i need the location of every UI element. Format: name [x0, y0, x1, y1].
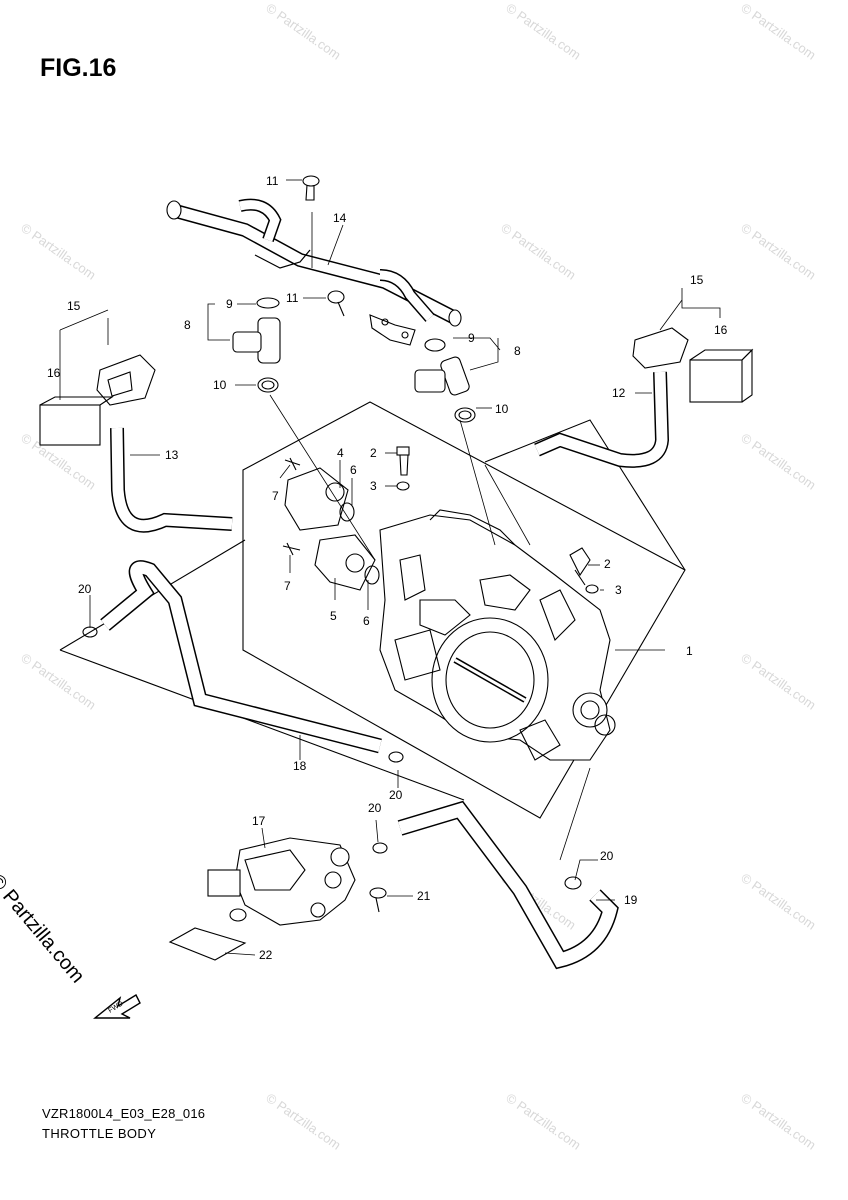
- watermark: © Partzilla.com: [263, 1090, 343, 1153]
- callout-10: 10: [495, 402, 509, 416]
- screw-2-upper: [396, 446, 410, 491]
- callout-3: 3: [370, 479, 377, 493]
- pressure-sensor-right: [632, 327, 754, 403]
- hose-18: [100, 560, 382, 754]
- callout-12: 12: [612, 386, 626, 400]
- watermark: © Partzilla.com: [738, 220, 818, 283]
- injector-left: [232, 297, 281, 393]
- figure-title: FIG.16: [40, 54, 117, 82]
- callout-14: 14: [333, 211, 347, 225]
- callout-22: 22: [259, 948, 273, 962]
- watermark: © Partzilla.com: [738, 650, 818, 713]
- callout-21: 21: [417, 889, 431, 903]
- screw-11-middle: [327, 290, 345, 317]
- callout-17: 17: [252, 814, 266, 828]
- callout-11: 11: [266, 174, 279, 188]
- callout-6: 6: [363, 614, 370, 628]
- watermark: © Partzilla.com: [738, 430, 818, 493]
- gasket-22: [168, 927, 247, 961]
- callout-4: 4: [337, 446, 344, 460]
- watermark: © Partzilla.com: [738, 0, 818, 63]
- callout-13: 13: [165, 448, 179, 462]
- callout-20: 20: [600, 849, 614, 863]
- assembly-frame: [242, 401, 686, 819]
- throttle-sensor-upper: [284, 467, 355, 531]
- screw-7-lower: [282, 542, 301, 556]
- clamp-20: [564, 876, 582, 890]
- fwd-arrow-icon: [93, 994, 141, 1019]
- watermark: © Partzilla.com: [498, 220, 578, 283]
- callout-20: 20: [389, 788, 403, 802]
- callout-10: 10: [213, 378, 227, 392]
- throttle-body: [379, 509, 616, 761]
- callout-6: 6: [350, 463, 357, 477]
- watermark: © Partzilla.com: [263, 0, 343, 63]
- screw-2-lower: [569, 547, 599, 594]
- clamp-20: [372, 842, 388, 854]
- callout-20: 20: [368, 801, 382, 815]
- injector-right: [414, 338, 476, 423]
- diagram-code: VZR1800L4_E03_E28_016: [42, 1106, 206, 1121]
- screw-21: [369, 887, 387, 913]
- watermark: © Partzilla.com: [18, 220, 98, 283]
- idle-valve-assembly: [207, 837, 356, 926]
- callout-8: 8: [514, 344, 521, 358]
- screw-7-upper: [284, 457, 301, 471]
- screw-11-top: [302, 175, 320, 201]
- callout-7: 7: [284, 579, 291, 593]
- callout-3: 3: [615, 583, 622, 597]
- pressure-sensor-left: [39, 354, 156, 446]
- hose-12: [534, 371, 670, 468]
- callout-8: 8: [184, 318, 191, 332]
- callout-7: 7: [272, 489, 279, 503]
- fuel-rail: [166, 198, 462, 346]
- callout-5: 5: [330, 609, 337, 623]
- callout-9: 9: [468, 331, 475, 345]
- callout-2: 2: [370, 446, 377, 460]
- callouts: 11 14 11 9 8 10 9 8 10 15 16 13 15 16 12…: [47, 174, 728, 962]
- hose-frame: [59, 649, 465, 801]
- callout-20: 20: [78, 582, 92, 596]
- watermark: © Partzilla.com: [738, 1090, 818, 1153]
- leader-lines: [59, 179, 721, 956]
- watermark: © Partzilla.com: [503, 0, 583, 63]
- watermark: © Partzilla.com: [738, 870, 818, 933]
- hose-19: [397, 800, 619, 970]
- callout-15: 15: [690, 273, 704, 287]
- callout-11: 11: [286, 291, 299, 305]
- callout-2: 2: [604, 557, 611, 571]
- callout-16: 16: [47, 366, 61, 380]
- callout-18: 18: [293, 759, 307, 773]
- diagram-subtitle: THROTTLE BODY: [42, 1126, 157, 1141]
- callout-15: 15: [67, 299, 81, 313]
- connection-lines: [269, 394, 591, 861]
- clamp-20: [388, 751, 404, 763]
- throttle-sensor-lower: [314, 534, 380, 591]
- callout-1: 1: [686, 644, 693, 658]
- hose-frame: [484, 419, 686, 571]
- callout-19: 19: [624, 893, 638, 907]
- callout-16: 16: [714, 323, 728, 337]
- watermark: © Partzilla.com: [503, 1090, 583, 1153]
- hose-13: [110, 427, 233, 533]
- callout-9: 9: [226, 297, 233, 311]
